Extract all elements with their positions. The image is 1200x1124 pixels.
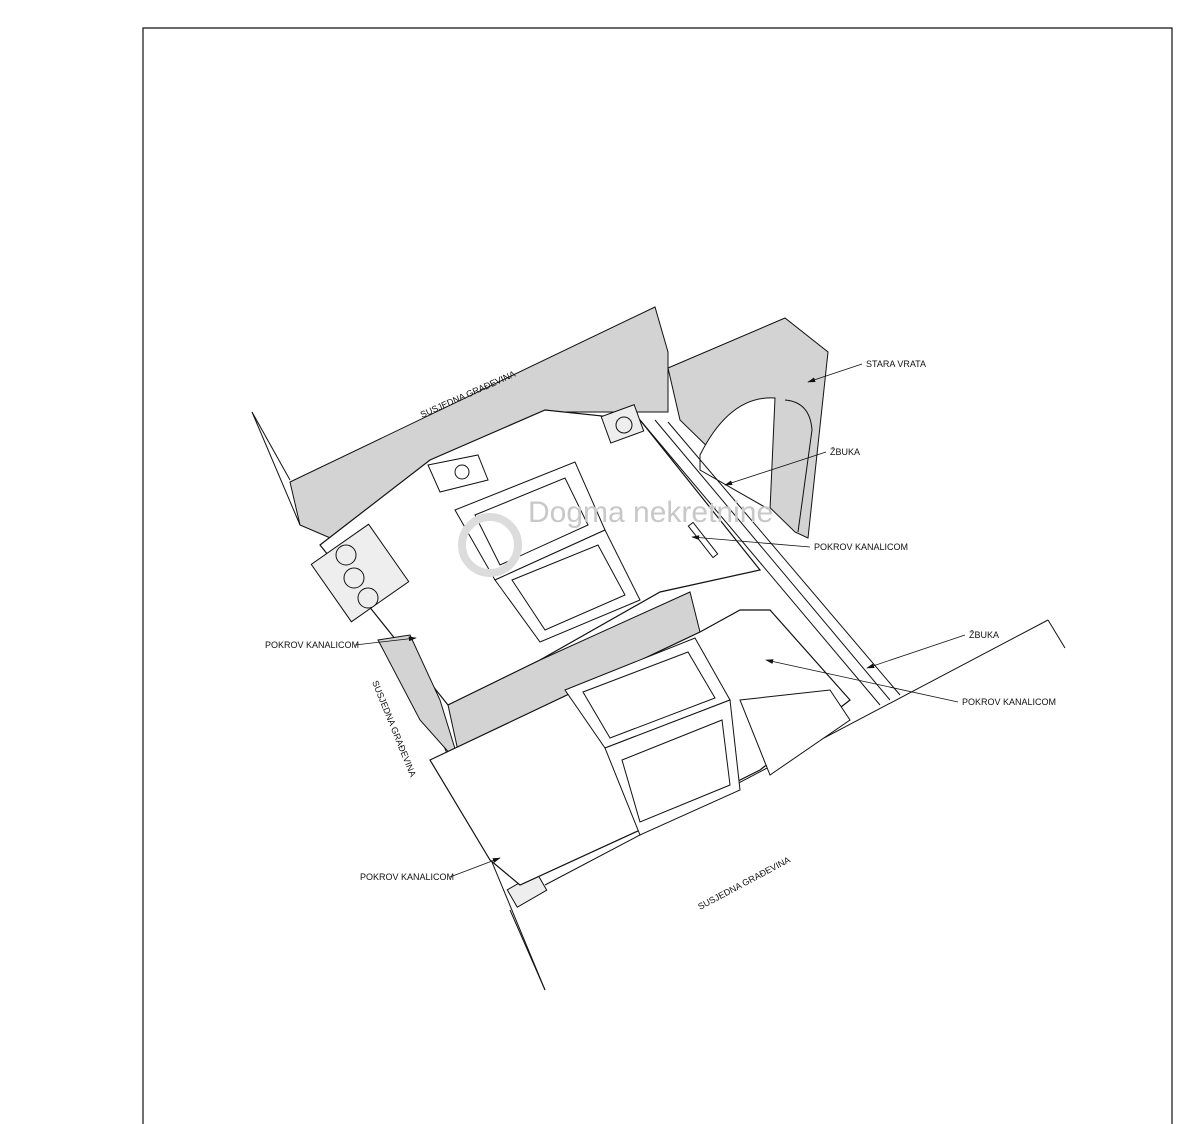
skylight-round	[427, 454, 489, 493]
label-pokrov-left: POKROV KANALICOM	[265, 640, 359, 650]
old-door-wall	[667, 317, 829, 539]
lower-side-wall	[739, 689, 851, 776]
dormer-window-lower-2	[604, 699, 741, 836]
label-zbuka-right: ŽBUKA	[969, 630, 999, 640]
label-pokrov-bottom: POKROV KANALICOM	[360, 872, 454, 882]
label-zbuka-top: ŽBUKA	[830, 447, 860, 457]
chimney-top	[600, 404, 645, 444]
label-susjedna-bottom: SUSJEDNA GRAĐEVINA	[696, 855, 792, 912]
watermark-logo: Dogma nekretnine	[458, 496, 773, 577]
sheet-frame	[142, 27, 1173, 1124]
annotation-leaders	[354, 363, 966, 878]
chimney-group-left	[310, 523, 410, 623]
watermark-text: Dogma nekretnine	[528, 496, 773, 529]
dormer-window-upper-2	[494, 529, 641, 643]
label-stara-vrata: STARA VRATA	[866, 359, 926, 369]
left-arch-wall	[377, 634, 461, 766]
label-pokrov-right: POKROV KANALICOM	[962, 697, 1056, 707]
label-pokrov-top: POKROV KANALICOM	[814, 542, 908, 552]
